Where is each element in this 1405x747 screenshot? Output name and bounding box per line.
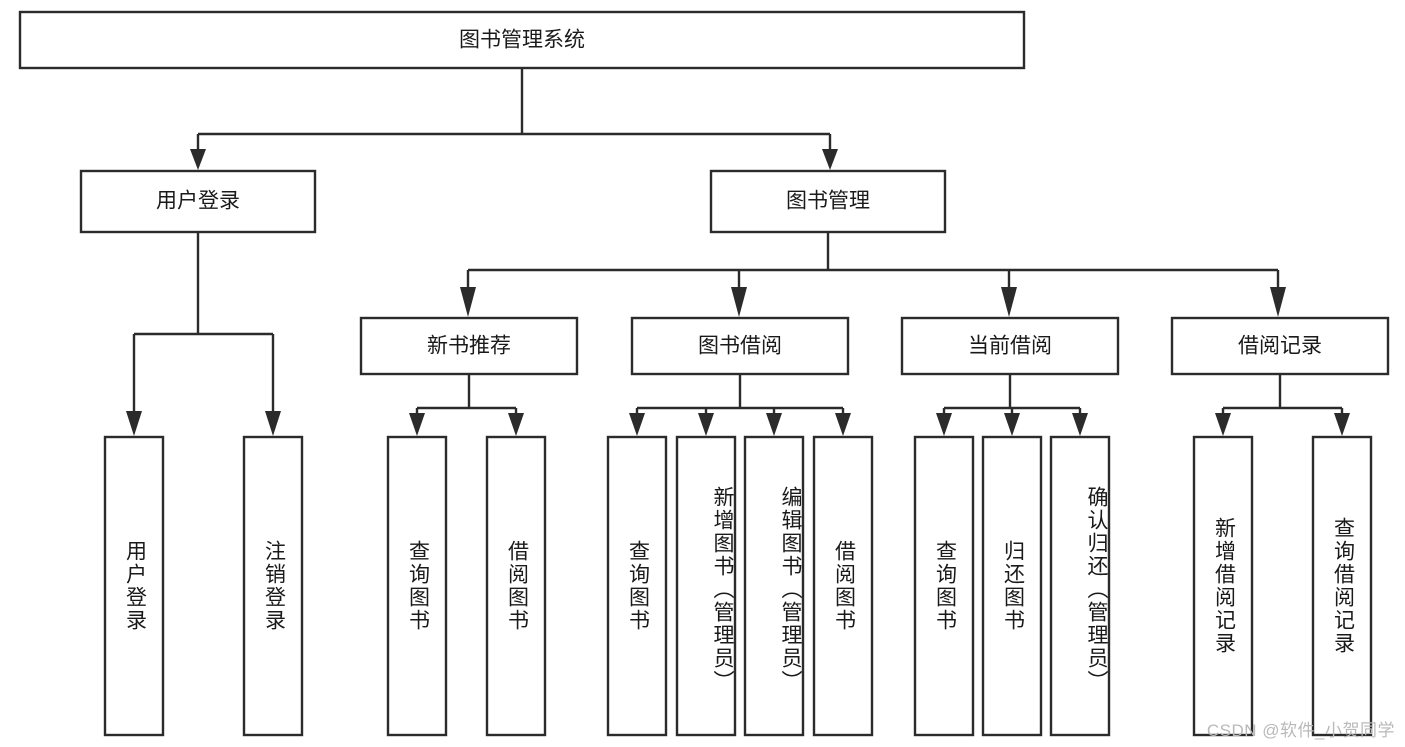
node-leaf-return-book-box[interactable] bbox=[981, 435, 1043, 737]
csdn-watermark: CSDN @软件_小贺同学 bbox=[1206, 721, 1395, 740]
node-leaf-query-book-1-label: 查询图书 bbox=[406, 540, 430, 632]
node-leaf-borrow-book-1-box[interactable] bbox=[485, 435, 547, 737]
arrow-head-leaf-user-login bbox=[126, 411, 142, 436]
arrow-head-leaf-logout-login bbox=[265, 411, 281, 436]
node-root-box[interactable] bbox=[18, 10, 1026, 70]
node-new-book-recommend-label: 新书推荐 bbox=[427, 335, 511, 358]
arrow-head-leaf-return-book bbox=[1004, 413, 1020, 436]
connector-current-borrow-bus bbox=[942, 374, 1082, 414]
node-book-borrow-box[interactable] bbox=[630, 316, 850, 376]
node-book-borrow-label: 图书借阅 bbox=[698, 335, 782, 358]
node-user-login-label: 用户登录 bbox=[156, 190, 240, 213]
node-current-borrow-box[interactable] bbox=[900, 316, 1120, 376]
node-leaf-query-record-label: 查询借阅记录 bbox=[1331, 517, 1355, 655]
node-borrow-record-label: 借阅记录 bbox=[1238, 335, 1322, 358]
node-leaf-borrow-book-2-box[interactable] bbox=[812, 435, 874, 737]
arrow-head-book-manage bbox=[822, 149, 838, 170]
connector-book-borrow-bus bbox=[635, 374, 845, 414]
arrow-head-leaf-confirm-return bbox=[1072, 413, 1088, 436]
node-current-borrow[interactable]: 当前借阅 bbox=[900, 316, 1120, 376]
node-borrow-record[interactable]: 借阅记录 bbox=[1170, 316, 1390, 376]
node-root-label: 图书管理系统 bbox=[459, 29, 585, 52]
arrow-head-user-login bbox=[190, 149, 206, 170]
arrow-head-leaf-edit-book bbox=[766, 413, 782, 436]
connector-user-login-bus bbox=[132, 232, 275, 412]
connector-group-new-book-recommend-to-leaves bbox=[409, 374, 524, 436]
connector-group-book-borrow-to-leaves bbox=[629, 374, 851, 436]
node-leaf-return-book-label: 归还图书 bbox=[1001, 540, 1025, 632]
arrow-head-current-borrow bbox=[1001, 287, 1017, 317]
connector-group-current-borrow-to-leaves bbox=[936, 374, 1088, 436]
arrow-head-borrow-record bbox=[1270, 287, 1286, 317]
node-leaf-borrow-book-1-label: 借阅图书 bbox=[505, 540, 529, 632]
arrow-head-leaf-borrow-book-1 bbox=[508, 413, 524, 436]
node-book-manage-box[interactable] bbox=[709, 169, 947, 234]
node-leaf-user-login-box[interactable] bbox=[103, 435, 165, 737]
node-leaf-confirm-return-box[interactable] bbox=[1049, 435, 1111, 737]
node-new-book-recommend-box[interactable] bbox=[359, 316, 579, 376]
arrow-head-leaf-add-book bbox=[698, 413, 714, 436]
node-leaf-borrow-book-2-label: 借阅图书 bbox=[832, 540, 856, 632]
node-leaf-logout-login-box[interactable] bbox=[242, 435, 304, 737]
arrow-head-leaf-borrow-book-2 bbox=[835, 413, 851, 436]
node-leaf-query-book-2-label: 查询图书 bbox=[626, 540, 650, 632]
arrow-head-leaf-query-book-2 bbox=[629, 413, 645, 436]
connector-group-book-manage-to-level3 bbox=[460, 232, 1286, 317]
node-book-borrow[interactable]: 图书借阅 bbox=[630, 316, 850, 376]
node-leaf-add-book-box[interactable] bbox=[675, 435, 737, 737]
node-leaf-query-book-3-box[interactable] bbox=[913, 435, 975, 737]
node-leaf-user-login-label: 用户登录 bbox=[123, 540, 147, 632]
node-leaf-query-book-1-box[interactable] bbox=[386, 435, 448, 737]
connector-group-user-login-to-leaves bbox=[126, 232, 281, 436]
arrow-head-leaf-add-record bbox=[1215, 413, 1231, 436]
node-leaf-query-book-2-box[interactable] bbox=[606, 435, 668, 737]
node-leaf-confirm-return-label: 确认归还（管理员） bbox=[1085, 485, 1108, 693]
node-leaf-add-record-box[interactable] bbox=[1192, 435, 1254, 737]
arrow-head-leaf-query-record bbox=[1334, 413, 1350, 436]
node-leaf-add-record-label: 新增借阅记录 bbox=[1212, 517, 1236, 655]
arrow-head-leaf-query-book-1 bbox=[409, 413, 425, 436]
arrow-head-new-book-recommend bbox=[460, 287, 476, 317]
connector-group-root-to-level2 bbox=[190, 68, 838, 170]
connector-borrow-record-bus bbox=[1221, 374, 1344, 414]
node-leaf-query-record-box[interactable] bbox=[1311, 435, 1373, 737]
arrow-head-book-borrow bbox=[731, 287, 747, 317]
node-leaf-add-book-label: 新增图书（管理员） bbox=[711, 485, 734, 693]
node-new-book-recommend[interactable]: 新书推荐 bbox=[359, 316, 579, 376]
node-leaf-edit-book-label: 编辑图书（管理员） bbox=[779, 485, 802, 693]
node-leaf-query-book-3-label: 查询图书 bbox=[933, 540, 957, 632]
connector-book-manage-bus bbox=[466, 232, 1280, 288]
node-book-manage-label: 图书管理 bbox=[786, 190, 870, 213]
node-leaf-edit-book-box[interactable] bbox=[743, 435, 805, 737]
node-user-login[interactable]: 用户登录 bbox=[79, 169, 317, 234]
connector-root-branch bbox=[196, 68, 832, 150]
connector-new-book-recommend-bus bbox=[415, 374, 518, 414]
node-leaf-logout-login-label: 注销登录 bbox=[262, 540, 286, 632]
node-root[interactable]: 图书管理系统 bbox=[18, 10, 1026, 70]
arrow-head-leaf-query-book-3 bbox=[936, 413, 952, 436]
node-current-borrow-label: 当前借阅 bbox=[968, 335, 1052, 358]
node-book-manage[interactable]: 图书管理 bbox=[709, 169, 947, 234]
connector-group-borrow-record-to-leaves bbox=[1215, 374, 1350, 436]
node-user-login-box[interactable] bbox=[79, 169, 317, 234]
node-borrow-record-box[interactable] bbox=[1170, 316, 1390, 376]
